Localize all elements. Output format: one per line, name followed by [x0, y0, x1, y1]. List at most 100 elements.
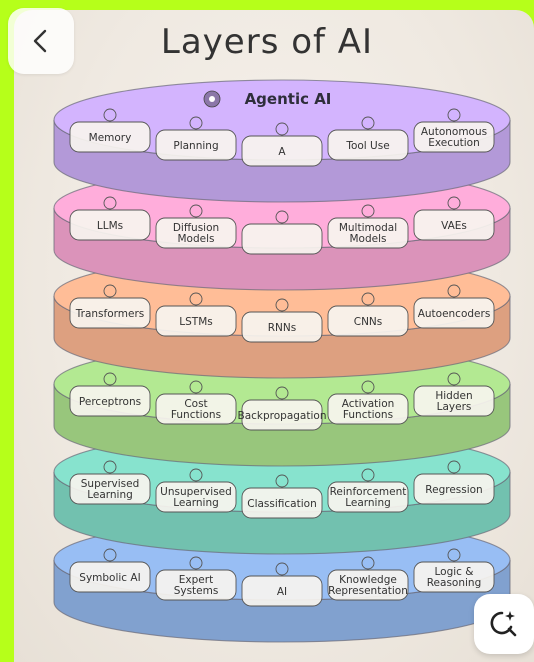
back-button[interactable] — [8, 8, 74, 74]
item-label: Learning — [173, 497, 219, 509]
item-icon — [447, 108, 461, 122]
item-pill — [241, 135, 323, 167]
item-icon — [361, 380, 375, 394]
item-label: Classification — [247, 498, 316, 510]
item-pill — [155, 217, 237, 249]
item-label: Learning — [87, 489, 133, 501]
item-label: Symbolic AI — [79, 572, 140, 584]
item-pill — [155, 481, 237, 513]
item-transformers: Transformers — [69, 284, 151, 329]
item-label: Functions — [343, 409, 393, 421]
item-vaes: VAEs — [413, 196, 495, 241]
item-pill — [327, 393, 409, 425]
item-backpropagation: Backpropagation — [238, 386, 326, 431]
item-label: Transformers — [75, 308, 144, 320]
item-icon — [447, 460, 461, 474]
item-icon — [189, 204, 203, 218]
item-pill — [69, 473, 151, 505]
page-title: Layers of AI — [160, 22, 374, 62]
item-label: AI — [277, 586, 287, 598]
item-label: Activation — [342, 398, 395, 410]
item-rnns: RNNs — [241, 298, 323, 343]
item-label: Unsupervised — [160, 486, 232, 498]
item-label: RNNs — [268, 322, 296, 334]
item-perceptrons: Perceptrons — [69, 372, 151, 417]
item-label: Expert — [179, 574, 213, 586]
item-label: Tool Use — [345, 140, 389, 152]
item-pill — [327, 305, 409, 337]
item-label: Multimodal — [339, 222, 397, 234]
item-pill — [155, 569, 237, 601]
item-icon — [275, 298, 289, 312]
item-pill — [155, 305, 237, 337]
item-pill — [69, 209, 151, 241]
item-pill — [69, 297, 151, 329]
item-icon — [361, 116, 375, 130]
item-pill — [413, 209, 495, 241]
item-label: VAEs — [441, 220, 467, 232]
visual-search-button[interactable] — [474, 594, 534, 654]
item-icon — [275, 562, 289, 576]
item-label: Knowledge — [339, 574, 397, 586]
layer-title: Agentic AI — [245, 90, 332, 108]
item-icon — [447, 372, 461, 386]
item-pill — [155, 129, 237, 161]
item-icon — [103, 196, 117, 210]
item-cnns: CNNs — [327, 292, 409, 337]
item-label: Reinforcement — [330, 486, 407, 498]
item-icon — [361, 204, 375, 218]
item-pill — [327, 217, 409, 249]
item-logic-reasoning: Logic &Reasoning — [413, 548, 495, 593]
item-icon — [361, 468, 375, 482]
item-label: CNNs — [354, 316, 383, 328]
item-regression: Regression — [413, 460, 495, 505]
item-label: Learning — [345, 497, 391, 509]
item-symbolic-ai: Symbolic AI — [69, 548, 151, 593]
item-icon — [189, 116, 203, 130]
item-label: Logic & — [435, 566, 474, 578]
item-ai: AI — [241, 562, 323, 607]
item-pill — [69, 561, 151, 593]
item-label: A — [278, 146, 286, 158]
item-label: Systems — [174, 585, 219, 597]
item-icon — [103, 372, 117, 386]
item-a: A — [241, 122, 323, 167]
chevron-left-icon — [33, 29, 47, 53]
item-icon — [189, 292, 203, 306]
item-label: Functions — [171, 409, 221, 421]
visual-search-icon — [490, 611, 517, 637]
item-label: Diffusion — [173, 222, 219, 234]
item-label: Execution — [428, 137, 480, 149]
item-media-icons — [241, 210, 323, 255]
item-label: LSTMs — [179, 316, 212, 328]
item-label: Models — [350, 233, 387, 245]
item-pill — [327, 129, 409, 161]
item-classification: Classification — [241, 474, 323, 519]
item-icon — [103, 108, 117, 122]
item-icon — [275, 386, 289, 400]
ai-badge-icon — [203, 90, 221, 108]
item-icon — [275, 210, 289, 224]
item-pill — [241, 311, 323, 343]
item-icon — [189, 468, 203, 482]
item-planning: Planning — [155, 116, 237, 161]
layer-neural-networks: Neural NetworksPerceptronsCostFunctionsB… — [53, 343, 511, 467]
item-pill — [413, 561, 495, 593]
item-icon — [103, 284, 117, 298]
item-pill — [241, 399, 323, 431]
item-pill — [241, 223, 323, 255]
item-label: Layers — [437, 401, 472, 413]
item-pill — [241, 575, 323, 607]
item-pill — [327, 481, 409, 513]
item-label: Perceptrons — [79, 396, 141, 408]
item-label: Representation — [328, 585, 408, 597]
item-lstms: LSTMs — [155, 292, 237, 337]
